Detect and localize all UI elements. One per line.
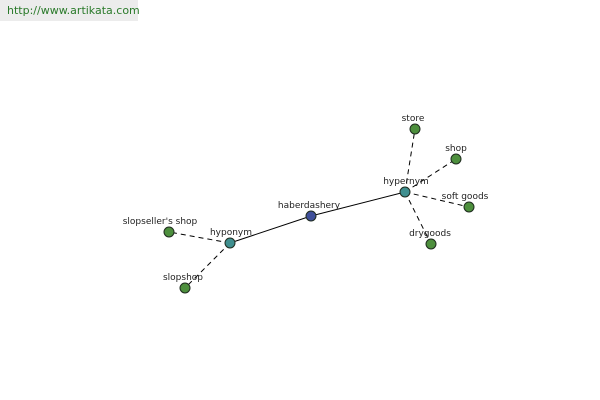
node-label-hyponym[interactable]: hyponym [210, 228, 252, 238]
node-store[interactable] [409, 123, 421, 135]
edge-hyponym-slopshop [184, 242, 231, 289]
node-slopsellers-shop[interactable] [163, 226, 175, 238]
labels-layer: haberdashery hypernym hyponym store shop soft… [123, 114, 489, 283]
edges-layer [168, 128, 470, 289]
nodes-layer [163, 123, 475, 294]
node-label-haberdashery[interactable]: haberdashery [278, 201, 341, 211]
node-label-drygoods[interactable]: drygoods [409, 229, 451, 239]
node-drygoods[interactable] [425, 238, 437, 250]
node-shop[interactable] [450, 153, 462, 165]
edge-haberdashery-hypernym [310, 191, 406, 217]
edge-hypernym-shop [404, 158, 457, 193]
node-label-hypernym[interactable]: hypernym [383, 177, 429, 187]
edge-hypernym-soft-goods [404, 191, 470, 208]
edge-haberdashery-hyponym [229, 215, 312, 244]
node-label-slopsellers-shop[interactable]: slopseller's shop [123, 217, 198, 227]
node-haberdashery[interactable] [305, 210, 317, 222]
edge-hyponym-slopsellers-shop [168, 231, 231, 244]
node-slopshop[interactable] [179, 282, 191, 294]
node-hypernym[interactable] [399, 186, 411, 198]
node-label-store[interactable]: store [402, 114, 425, 124]
edge-hypernym-drygoods [404, 191, 432, 245]
node-label-slopshop[interactable]: slopshop [163, 273, 203, 283]
url-banner[interactable]: http://www.artikata.com [0, 0, 140, 21]
node-soft-goods[interactable] [463, 201, 475, 213]
node-label-soft-goods[interactable]: soft goods [442, 192, 489, 202]
node-hyponym[interactable] [224, 237, 236, 249]
node-label-shop[interactable]: shop [445, 144, 467, 154]
edge-hypernym-store [404, 128, 416, 193]
